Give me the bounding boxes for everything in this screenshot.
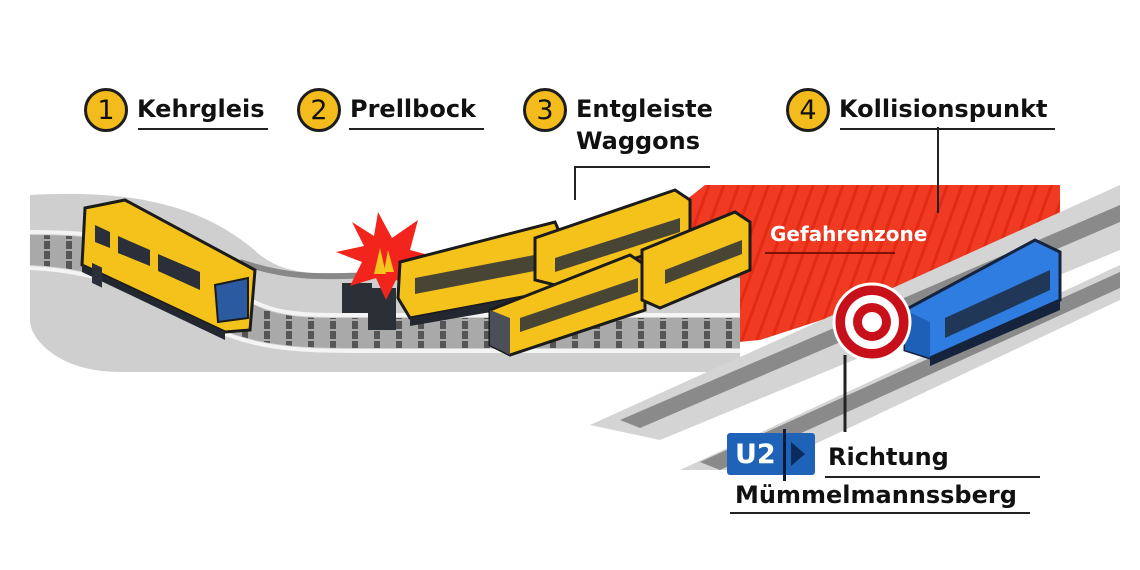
label-text: Prellbock: [350, 95, 477, 123]
label-collision-point: 4 Kollisionspunkt: [786, 88, 1048, 132]
label-turnback-track: 1 Kehrgleis: [84, 88, 265, 132]
label-underline: [349, 128, 484, 130]
line-number: U2: [735, 438, 776, 470]
collision-target-icon: [832, 282, 912, 432]
label-text-line1: Entgleiste: [576, 95, 713, 123]
number-badge: 3: [523, 88, 567, 132]
label-text: Kollisionspunkt: [839, 95, 1048, 123]
label-underline: [138, 128, 268, 130]
destination-underline-1: [825, 476, 1040, 478]
train-u2: [903, 238, 1062, 366]
label-underline: [840, 128, 1055, 130]
sign-pole: [783, 429, 786, 481]
danger-zone-label: Gefahrenzone: [770, 222, 928, 246]
destination-line1: Richtung: [828, 443, 949, 471]
leader-lines: [574, 127, 939, 213]
label-text: Kehrgleis: [137, 95, 265, 123]
number-badge: 1: [84, 88, 128, 132]
line-sign-u2: U2: [727, 429, 815, 481]
label-text-line2: Waggons: [576, 127, 701, 155]
number-badge: 2: [297, 88, 341, 132]
buffer-stop: [342, 283, 396, 330]
derailed-wagons: [396, 188, 752, 357]
direction-arrow-icon: [791, 442, 805, 466]
label-buffer-stop: 2 Prellbock: [297, 88, 476, 132]
danger-zone-underline: [765, 252, 895, 254]
destination-underline-2: [730, 512, 1030, 514]
destination-line2: Mümmelmannssberg: [735, 481, 1017, 509]
label-derailed-wagons: 3 Entgleiste Waggons: [523, 88, 713, 156]
number-badge: 4: [786, 88, 830, 132]
train-turnback: [80, 198, 257, 340]
